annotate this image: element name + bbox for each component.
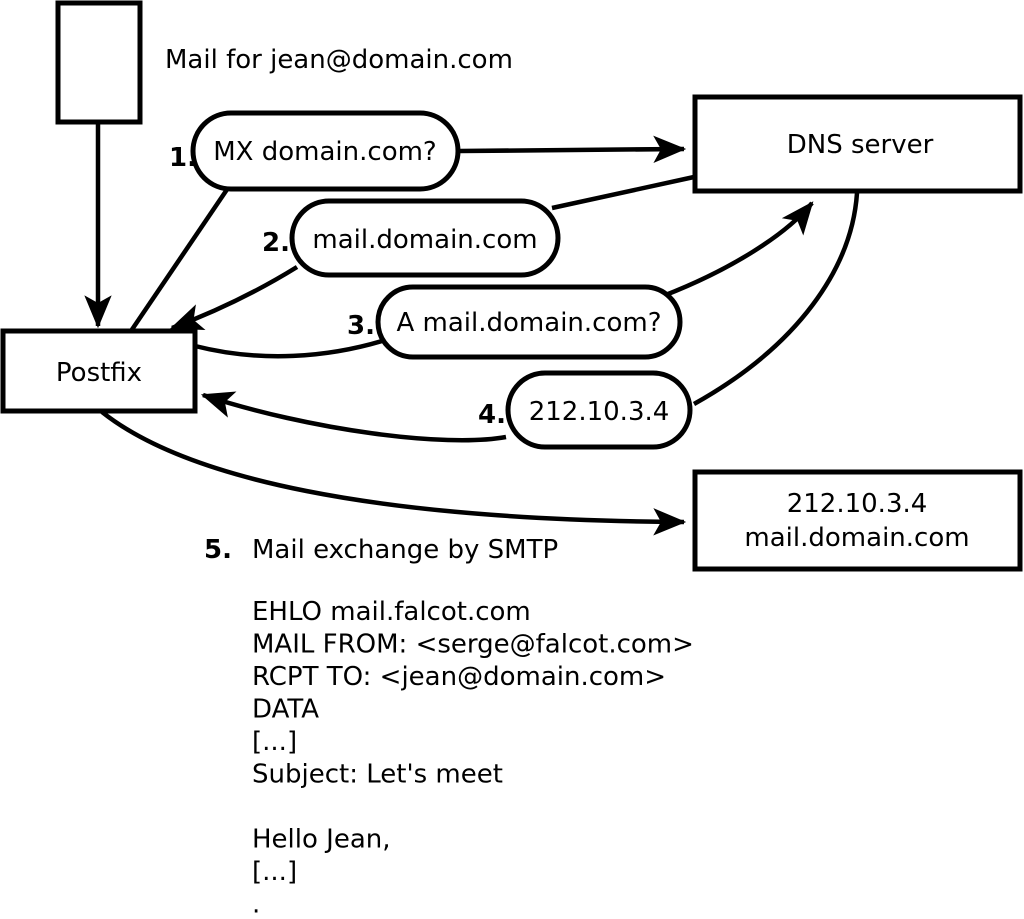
smtp-line: [...] [252,857,297,887]
smtp-line: . [252,890,260,919]
step5-label: Mail exchange by SMTP [252,535,558,565]
smtp-session-listing: EHLO mail.falcot.com MAIL FROM: <serge@f… [252,597,694,919]
answer4-pill [505,370,693,450]
answer2-label: mail.domain.com [312,225,537,255]
message-node [55,0,143,125]
step1-number: 1. [169,143,197,173]
arrow-answer2-to-postfix [169,265,299,331]
mail-for-note: Mail for jean@domain.com [165,45,513,75]
postfix-label: Postfix [56,358,142,388]
smtp-line: Hello Jean, [252,825,391,855]
dns-server-label: DNS server [787,130,934,160]
mailserver-node [692,469,1023,572]
arrow-query1-to-dns [459,135,687,163]
mailserver-host-label: mail.domain.com [744,523,969,553]
arrow-query3-to-dns [662,201,814,299]
step3-number: 3. [347,311,375,341]
answer2-pill [289,198,561,278]
postfix-node [0,328,198,414]
step5-number: 5. [204,535,232,565]
smtp-line: EHLO mail.falcot.com [252,597,531,627]
step2-number: 2. [262,228,290,258]
smtp-line: MAIL FROM: <serge@falcot.com> [252,630,694,660]
line-dns-to-answer4 [692,192,860,406]
line-postfix-to-query1 [129,186,230,333]
answer4-label: 212.10.3.4 [529,397,670,427]
smtp-line: DATA [252,695,319,725]
query1-label: MX domain.com? [213,137,436,167]
line-dns-to-answer2 [551,174,695,211]
mailserver-ip-label: 212.10.3.4 [787,489,928,519]
line-postfix-to-query3 [194,338,383,359]
dns-server-node [692,94,1023,194]
arrow-postfix-to-mailserver [100,410,687,536]
query3-pill [375,284,683,360]
step4-number: 4. [478,400,506,430]
smtp-line: RCPT TO: <jean@domain.com> [252,662,666,692]
query3-label: A mail.domain.com? [397,308,662,338]
query1-pill [190,110,461,192]
smtp-line: [...] [252,727,297,757]
arrow-answer4-to-postfix [200,391,507,443]
smtp-line: Subject: Let's meet [252,760,503,790]
